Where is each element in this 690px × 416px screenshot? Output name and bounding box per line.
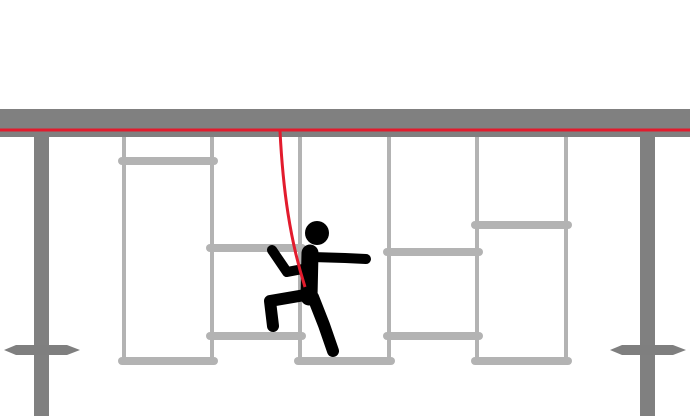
ladder-5 xyxy=(471,134,572,365)
climber-right-leg xyxy=(307,291,339,357)
climber-left-leg xyxy=(264,289,311,332)
climber-head xyxy=(305,221,329,245)
climber-right-arm xyxy=(307,252,371,264)
right-post-collar xyxy=(610,345,686,355)
overhead-beam xyxy=(0,109,690,137)
ladder-elements xyxy=(118,134,572,365)
support-posts xyxy=(4,130,686,416)
left-post xyxy=(4,130,80,416)
ladder-2 xyxy=(206,134,306,340)
right-post-pole xyxy=(640,130,655,416)
right-post xyxy=(610,130,686,416)
safety-rope-icon xyxy=(278,130,307,288)
left-post-pole xyxy=(34,130,49,416)
left-post-collar xyxy=(4,345,80,355)
climber-figure-icon xyxy=(264,221,371,357)
ladder-1 xyxy=(118,134,218,365)
ladder-4 xyxy=(383,134,483,340)
